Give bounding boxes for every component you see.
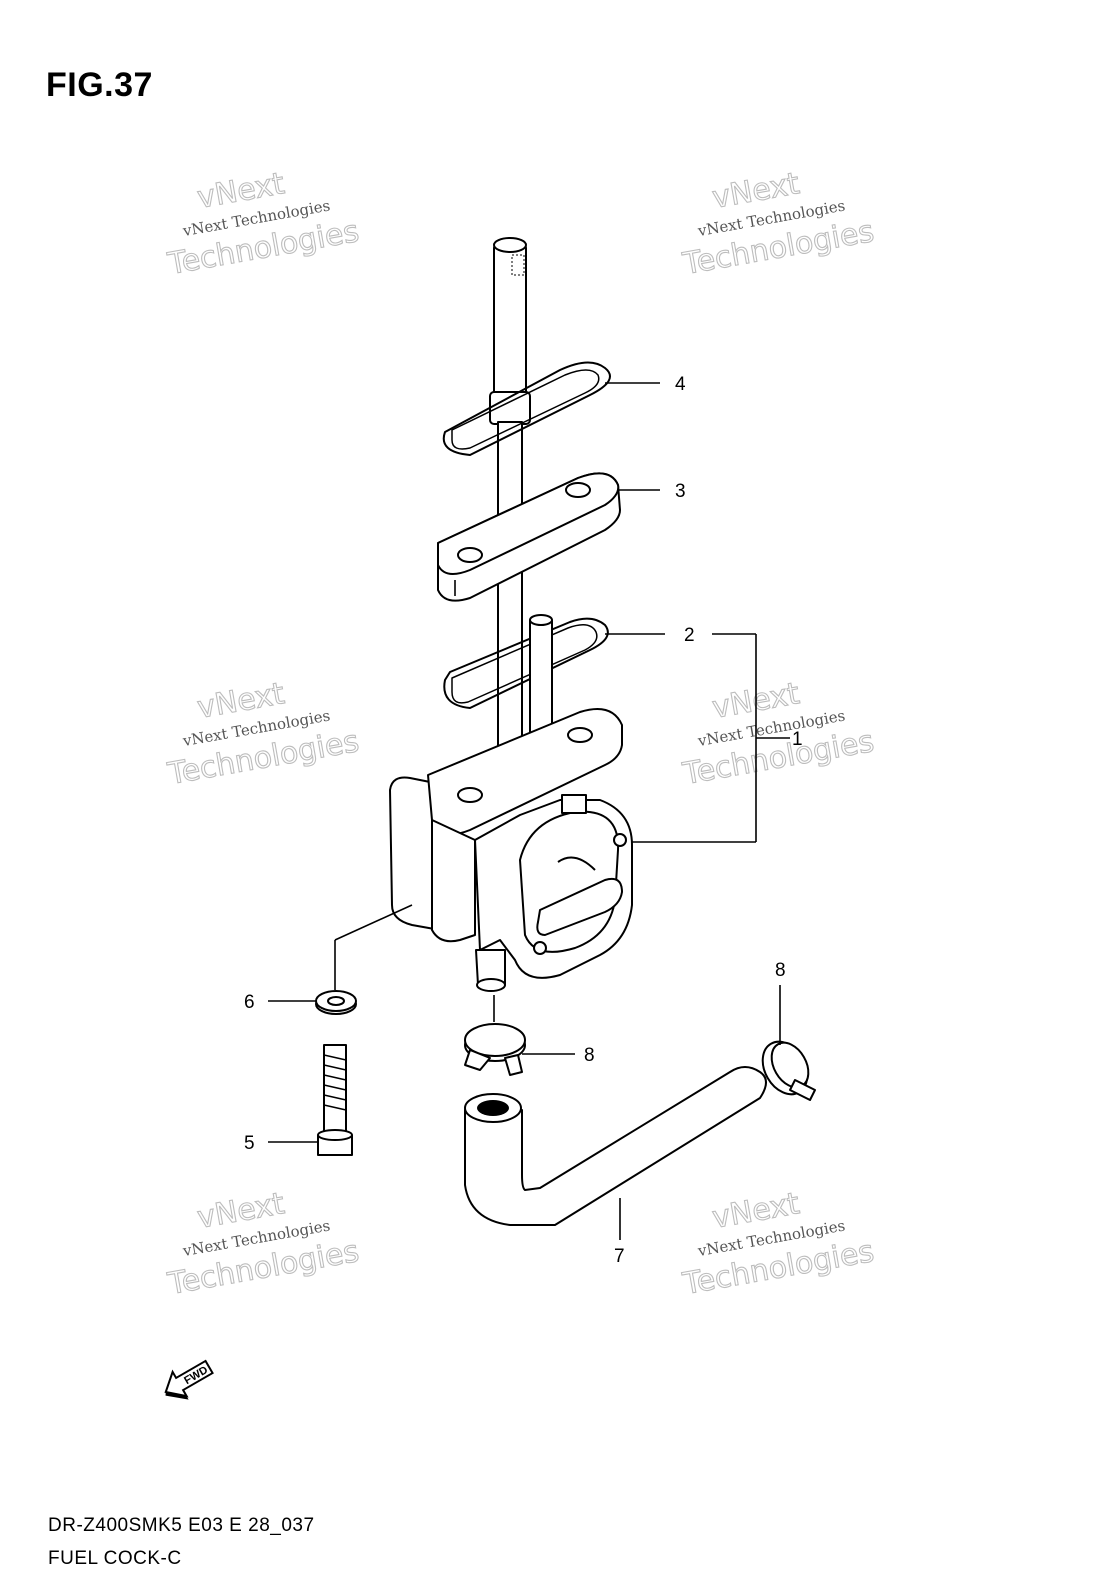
callout-4: 4 <box>675 374 686 395</box>
watermark-middle-right: vNext vNext Technologies Technologies <box>679 676 877 793</box>
gasket-2 <box>443 617 609 709</box>
callout-2: 2 <box>684 625 695 646</box>
gasket-ring-4 <box>442 361 611 456</box>
fuel-hose-7 <box>464 1066 767 1226</box>
leader-lines <box>268 382 790 1240</box>
watermark-middle-left: vNext vNext Technologies Technologies <box>164 676 362 793</box>
hose-clamp-8a <box>464 1023 526 1076</box>
hose-clamp-8b <box>761 1040 816 1101</box>
fuel-cock-body-1 <box>389 708 633 992</box>
figure-title: FIG.37 <box>46 66 153 104</box>
callout-8-right: 8 <box>775 960 786 981</box>
callout-7: 7 <box>614 1246 625 1267</box>
bolt-5 <box>317 1044 353 1156</box>
fwd-arrow-icon: FWD <box>164 1359 214 1400</box>
washer-6 <box>315 990 357 1015</box>
callout-3: 3 <box>675 481 686 502</box>
watermark-bottom-right: vNext vNext Technologies Technologies <box>679 1186 877 1303</box>
watermark-bottom-left: vNext vNext Technologies Technologies <box>164 1186 362 1303</box>
pickup-tube <box>489 237 531 783</box>
callout-6: 6 <box>244 992 255 1013</box>
callout-8-center: 8 <box>584 1045 595 1066</box>
callout-5: 5 <box>244 1133 255 1154</box>
watermark-top-left: vNext vNext Technologies Technologies <box>164 166 362 283</box>
callout-1: 1 <box>792 729 803 750</box>
watermark-top-right: vNext vNext Technologies Technologies <box>679 166 877 283</box>
cover-plate-3 <box>437 472 621 602</box>
figure-name: FUEL COCK-C <box>48 1548 182 1569</box>
model-code: DR-Z400SMK5 E03 E 28_037 <box>48 1515 315 1536</box>
